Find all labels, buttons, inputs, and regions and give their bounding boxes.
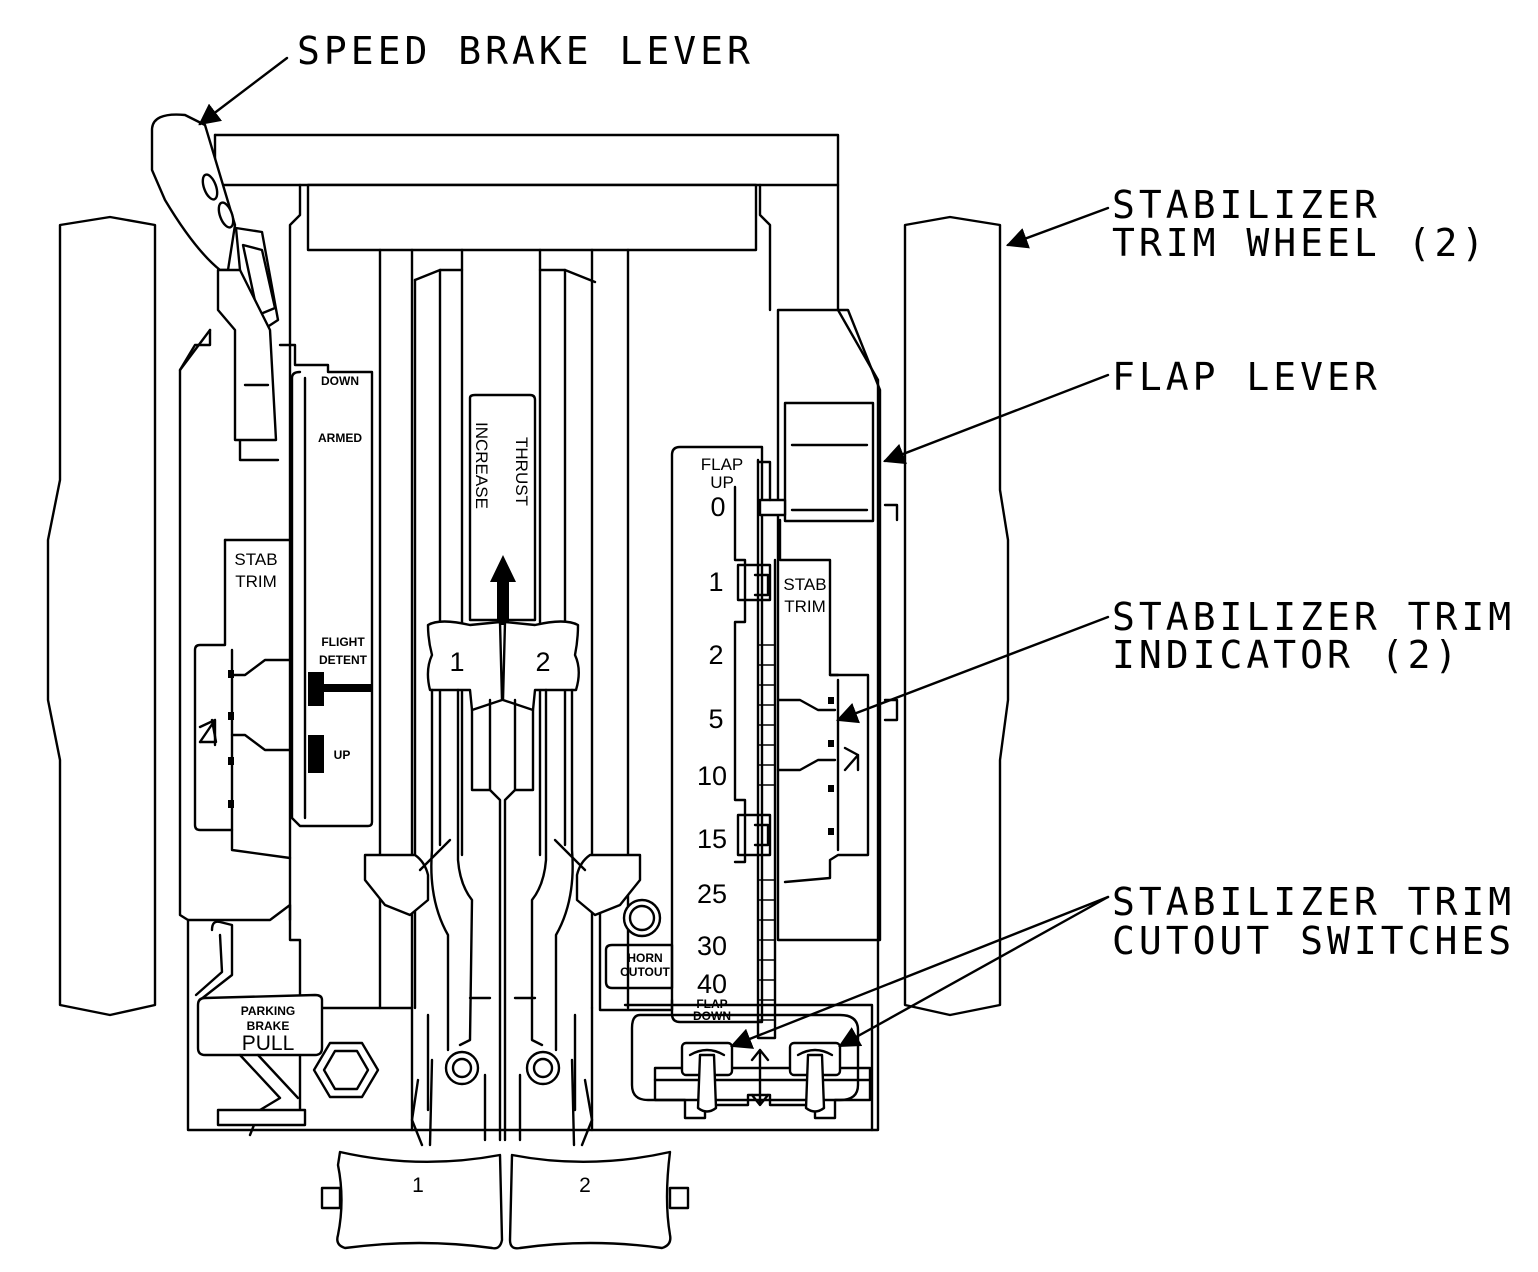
flap-lever[interactable] [756,401,875,523]
flap-detent-1: 1 [708,567,723,597]
reverser-handle-1-number: 1 [412,1174,424,1197]
reverser-handle-1[interactable] [320,1150,504,1250]
parking-brake-label-line1: PARKING [241,1004,295,1018]
left-stabilizer-trim-wheel[interactable] [46,215,157,1017]
lever-hole-lower [217,201,235,229]
right-stab-trim-label-line1: STAB [783,575,826,594]
right-stab-trim-indicator [776,308,899,942]
trim-indicator-callout-line2: INDICATOR (2) [1112,633,1461,677]
top-crossbar [306,183,758,252]
left-stab-trim-label-line1: STAB [234,550,277,569]
flap-detent-30: 30 [697,931,727,961]
speed-brake-lever-callout: SPEED BRAKE LEVER [297,29,754,73]
flap-scale [670,445,777,1040]
cutout-callout-line2: CUTOUT SWITCHES [1112,919,1515,963]
horn-cutout-label-line2: CUTOUT [620,965,670,979]
flap-down-label-line2: DOWN [693,1009,731,1023]
reverser-handle-2-number: 2 [579,1174,591,1197]
cutout-switch-arrow-1 [729,895,1110,1049]
hex-nut [312,1041,380,1099]
thrust-lever-2-number: 2 [535,647,550,677]
flap-lever-arrow [882,373,1110,465]
flap-detent-5: 5 [708,704,723,734]
parking-brake-handle[interactable] [194,920,324,1137]
flap-up-label-line1: FLAP [701,455,744,474]
flap-up-label-line2: UP [710,473,734,492]
flap-gate-ticks [758,644,775,1021]
horn-cutout-button[interactable] [604,898,674,990]
flap-detent-40: 40 [697,969,727,999]
right-stab-trim-label-line2: TRIM [784,597,826,616]
speed-brake-armed-label: ARMED [318,431,362,445]
speed-brake-lever-arrow [198,56,289,126]
speed-brake-down-label: DOWN [321,374,359,388]
trim-wheel-callout-line2: TRIM WHEEL (2) [1112,221,1488,265]
cutout-callout-line1: STABILIZER TRIM [1112,880,1515,924]
left-stab-trim-label-line2: TRIM [235,572,277,591]
flap-detent-15: 15 [697,824,727,854]
trim-indicator-arrow [835,615,1110,724]
flap-down-label-line1: FLAP [696,997,727,1011]
right-stabilizer-trim-wheel[interactable] [903,215,1010,1017]
callout-arrows [198,56,1110,1049]
flap-detent-0: 0 [710,492,725,522]
parking-brake-label-line2: BRAKE [247,1019,290,1033]
increase-label: INCREASE [472,422,491,509]
parking-brake-pull-label: PULL [242,1032,295,1055]
thrust-label: THRUST [512,437,531,506]
trim-wheel-callout-line1: STABILIZER [1112,183,1381,227]
flap-detent-10: 10 [697,761,727,791]
flap-lever-callout: FLAP LEVER [1112,355,1381,399]
thrust-label-strip [468,393,537,625]
trim-wheel-arrow [1005,206,1110,249]
speed-brake-lever[interactable] [150,113,280,442]
trim-indicator-callout-line1: STABILIZER TRIM [1112,595,1515,639]
speed-brake-up-label: UP [334,748,351,762]
thrust-lever-1-number: 1 [449,647,464,677]
thrust-lever-2[interactable] [468,620,642,1147]
lever-hole-upper [201,173,219,201]
flight-detent-label-line2: DETENT [319,653,368,667]
flight-detent-label-line1: FLIGHT [321,635,365,649]
reverser-handle-2[interactable] [508,1150,690,1250]
flap-detent-25: 25 [697,879,727,909]
horn-cutout-label-line1: HORN [627,951,662,965]
stab-trim-cutout-switch-autopilot[interactable] [788,1041,842,1113]
stab-trim-cutout-switch-primary[interactable] [680,1041,734,1113]
thrust-lever-1[interactable] [363,620,504,1147]
left-stab-trim-indicator [178,328,292,860]
cutout-switch-arrow-2 [838,895,1110,1048]
stab-trim-cutout-switches [653,1048,872,1120]
flap-detent-2: 2 [708,640,723,670]
